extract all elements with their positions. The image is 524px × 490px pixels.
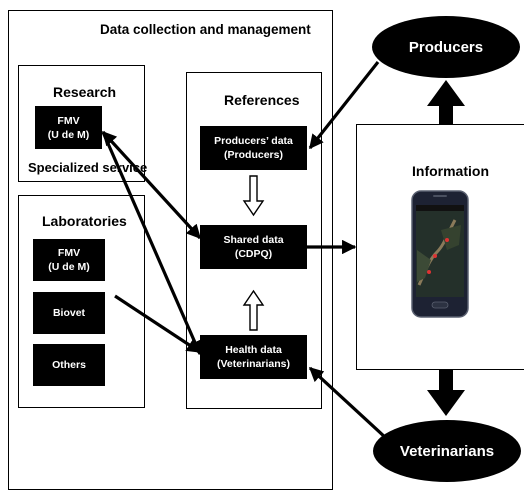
producers-node: Producers [372, 16, 520, 78]
producers-data-line2: (Producers) [224, 149, 283, 161]
references-title: References [224, 92, 300, 108]
smartphone-map-icon [411, 190, 469, 318]
lab-others-box: Others [33, 344, 105, 386]
hollow-arrow-up [242, 289, 265, 331]
arrow-research-to-shared-data [101, 130, 202, 240]
shared-data-line2: (CDPQ) [234, 248, 273, 260]
lab-fmv-box: FMV (U de M) [33, 239, 105, 281]
information-title: Information [412, 163, 489, 179]
block-arrow-to-veterinarians [427, 370, 465, 416]
arrow-veterinarians-to-health-data [308, 366, 388, 440]
lab-others-label: Others [52, 359, 86, 371]
veterinarians-node: Veterinarians [373, 420, 521, 482]
health-data-line1: Health data [225, 344, 282, 356]
block-arrow-to-producers [427, 80, 465, 124]
lab-biovet-label: Biovet [52, 307, 86, 319]
arrow-research-to-health-data [101, 131, 202, 356]
research-fmv-line2: (U de M) [47, 128, 90, 141]
arrow-producers-to-producers-data [308, 61, 380, 150]
research-fmv-line1: FMV [57, 114, 80, 127]
research-title: Research [53, 84, 117, 100]
producers-data-box: Producers’ data (Producers) [200, 126, 307, 170]
arrow-biovet-to-health-data [114, 294, 202, 354]
lab-biovet-box: Biovet [33, 292, 105, 334]
hollow-arrow-down [242, 175, 265, 217]
research-fmv-box: FMV (U de M) [35, 106, 102, 149]
lab-fmv-line1: FMV [57, 247, 81, 259]
health-data-line2: (Veterinarians) [217, 358, 290, 370]
producers-data-line1: Producers’ data [214, 135, 293, 147]
main-title: Data collection and management [100, 22, 311, 37]
health-data-box: Health data (Veterinarians) [200, 335, 307, 379]
lab-fmv-line2: (U de M) [48, 261, 90, 273]
shared-data-box: Shared data (CDPQ) [200, 225, 307, 269]
shared-data-line1: Shared data [223, 234, 284, 246]
